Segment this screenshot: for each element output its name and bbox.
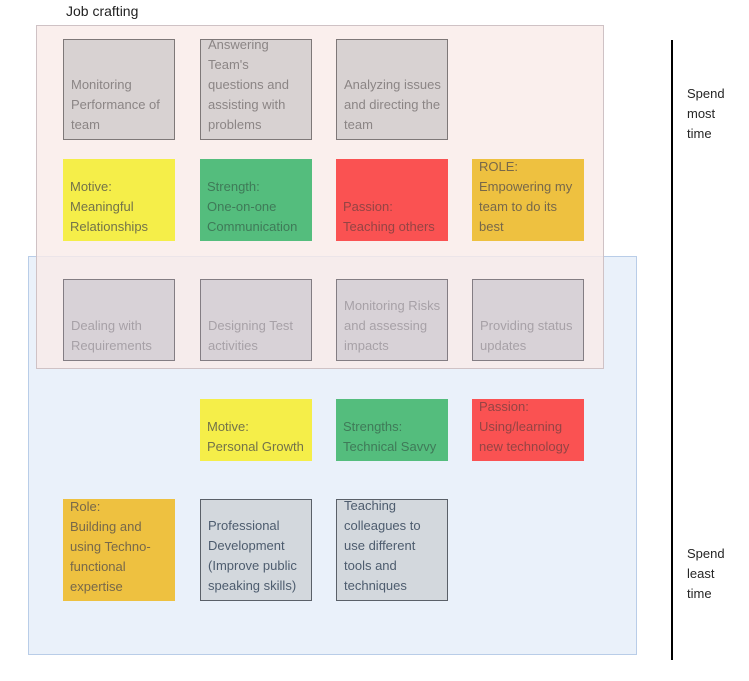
diagram-title: Job crafting	[66, 3, 139, 19]
box-label: Dealing with Requirements	[71, 318, 152, 353]
strengths-technical-savvy: Strengths: Technical Savvy	[336, 399, 448, 461]
strength-one-on-one-communication: Strength: One-on-one Communication	[200, 159, 312, 241]
box-label: Role: Building and using Techno- functio…	[70, 499, 151, 594]
box-label: Providing status updates	[480, 318, 573, 353]
motive-meaningful-relationships: Motive: Meaningful Relationships	[63, 159, 175, 241]
motive-personal-growth: Motive: Personal Growth	[200, 399, 312, 461]
role-techno-functional-expertise: Role: Building and using Techno- functio…	[63, 499, 175, 601]
box-label: ROLE: Empowering my team to do its best	[479, 159, 573, 234]
box-label: Strengths: Technical Savvy	[343, 419, 437, 454]
box-label: Passion: Teaching others	[343, 199, 435, 234]
task-teaching-colleagues: Teaching colleagues to use different too…	[336, 498, 448, 601]
passion-teaching-others: Passion: Teaching others	[336, 159, 448, 241]
task-monitoring-risks: Monitoring Risks and assessing impacts	[336, 279, 448, 361]
box-label: Monitoring Risks and assessing impacts	[344, 298, 441, 353]
box-label: Professional Development (Improve public…	[208, 518, 297, 593]
box-label: Monitoring Performance of team	[71, 77, 160, 132]
box-label: Teaching colleagues to use different too…	[344, 498, 421, 593]
role-empowering-team: ROLE: Empowering my team to do its best	[472, 159, 584, 241]
task-providing-status-updates: Providing status updates	[472, 279, 584, 361]
box-label: Motive: Personal Growth	[207, 419, 304, 454]
task-designing-test-activities: Designing Test activities	[200, 279, 312, 361]
task-professional-development: Professional Development (Improve public…	[200, 499, 312, 601]
spend-most-time-label: Spend most time	[687, 86, 725, 141]
task-answering-questions: Answering Team's questions and assisting…	[200, 37, 312, 140]
passion-new-technology: Passion: Using/learning new technology	[472, 399, 584, 461]
box-label: Analyzing issues and directing the team	[344, 77, 441, 132]
spend-least-time-label: Spend least time	[687, 546, 725, 601]
box-label: Answering Team's questions and assisting…	[208, 37, 289, 132]
box-label: Designing Test activities	[208, 318, 294, 353]
task-monitoring-performance: Monitoring Performance of team	[63, 39, 175, 140]
box-label: Passion: Using/learning new technology	[479, 399, 570, 454]
time-axis-line	[671, 40, 673, 660]
task-analyzing-issues: Analyzing issues and directing the team	[336, 39, 448, 140]
task-dealing-with-requirements: Dealing with Requirements	[63, 279, 175, 361]
box-label: Strength: One-on-one Communication	[207, 179, 298, 234]
box-label: Motive: Meaningful Relationships	[70, 179, 149, 234]
